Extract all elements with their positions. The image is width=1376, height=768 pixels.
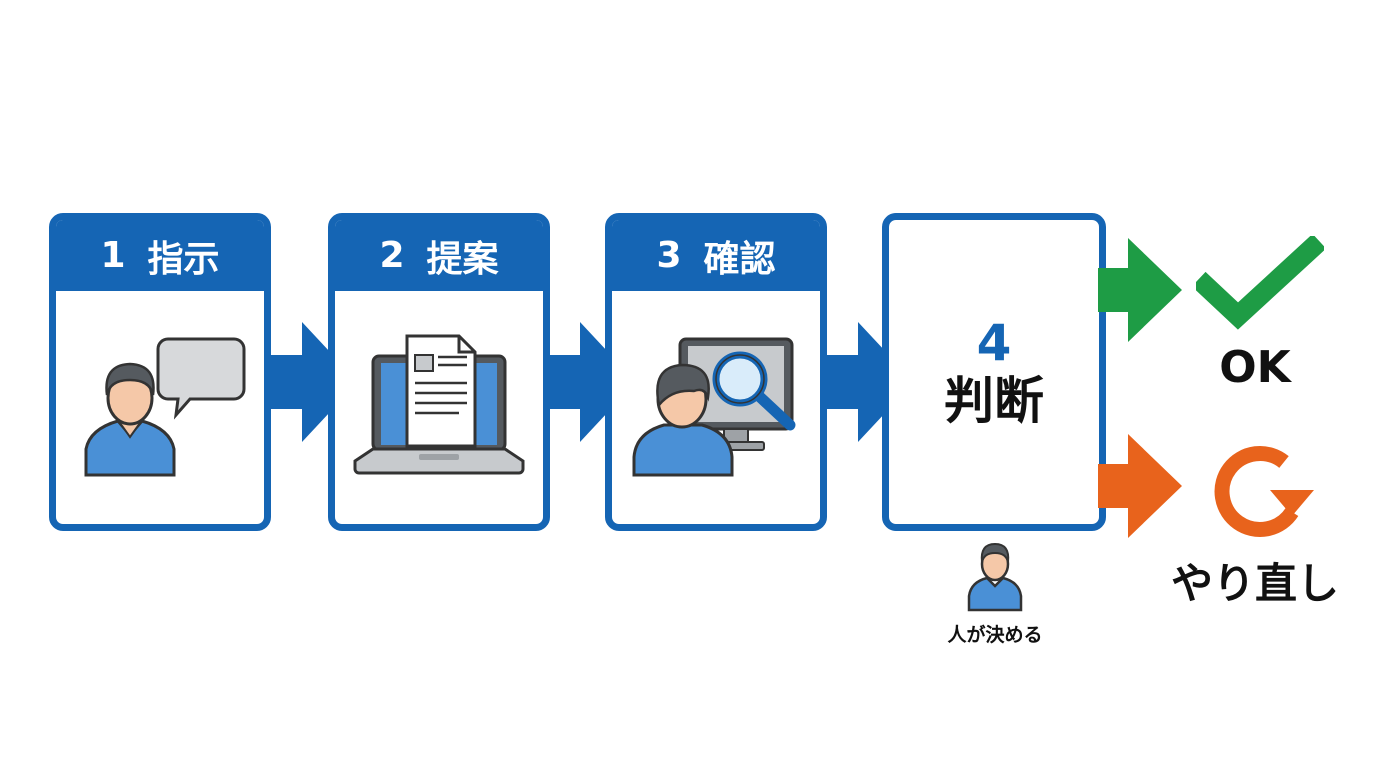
step-2-number: 2 (379, 235, 405, 276)
step-3-card: 3 確認 (605, 213, 827, 531)
person-magnifier-monitor-icon (632, 337, 796, 477)
flow-arrow-1-2 (268, 322, 358, 442)
step-3-label: 確認 (703, 238, 776, 280)
step-1-number: 1 (100, 235, 126, 276)
checkmark-icon (1196, 236, 1324, 330)
ok-label: OK (1219, 342, 1291, 393)
step-4-number: 4 (976, 314, 1012, 372)
redo-branch-arrow (1098, 434, 1182, 538)
laptop-document-icon (353, 334, 525, 475)
step-3-header: 3 確認 (612, 220, 820, 291)
person-icon (967, 542, 1023, 612)
person-speech-bubble-icon (84, 337, 246, 477)
step-2-header: 2 提案 (335, 220, 543, 291)
ok-branch-arrow (1098, 238, 1182, 342)
step-1-body (56, 291, 264, 524)
step-2-card: 2 提案 (328, 213, 550, 531)
redo-label: やり直し (1170, 559, 1339, 608)
step-3-number: 3 (656, 235, 682, 276)
flow-arrow-2-3 (546, 322, 636, 442)
step-1-header: 1 指示 (56, 220, 264, 291)
human-decides-caption: 人が決める (947, 624, 1043, 646)
step-2-label: 提案 (426, 238, 499, 280)
step-3-body (612, 291, 820, 524)
retry-circular-arrow-icon (1214, 445, 1314, 537)
step-4-card: 4 判断 (882, 213, 1106, 531)
flow-arrow-3-4 (824, 322, 914, 442)
step-1-label: 指示 (147, 238, 220, 280)
step-4-label: 判断 (944, 372, 1044, 430)
step-1-card: 1 指示 (49, 213, 271, 531)
step-2-body (335, 291, 543, 524)
